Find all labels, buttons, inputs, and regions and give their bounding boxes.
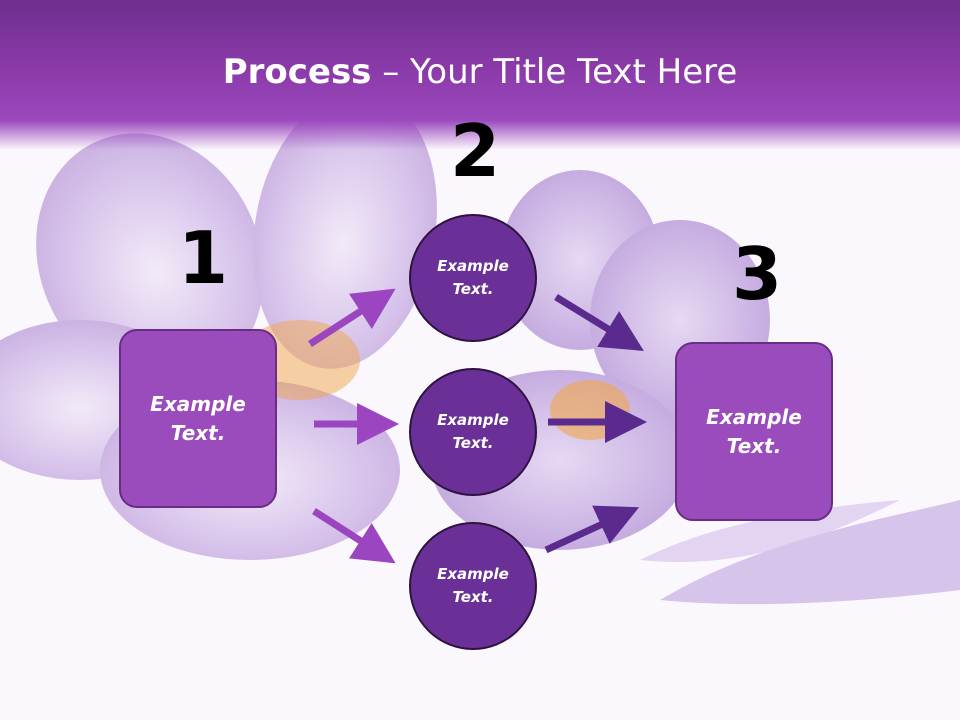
step-2-circle-bottom[interactable]: Example Text. bbox=[409, 522, 537, 650]
step-1-box[interactable]: Example Text. bbox=[119, 329, 277, 508]
arrow-down-left bbox=[312, 508, 396, 564]
step-number-3: 3 bbox=[732, 232, 783, 316]
circle-top-label: Example Text. bbox=[437, 257, 509, 298]
slide-title[interactable]: Process – Your Title Text Here bbox=[0, 52, 960, 92]
title-bold: Process bbox=[222, 52, 372, 92]
arrow-down-right bbox=[554, 294, 644, 351]
step-3-label: Example Text. bbox=[706, 404, 802, 458]
arrow-up-left bbox=[308, 288, 396, 347]
circle-bottom-label: Example Text. bbox=[437, 565, 509, 606]
circle-middle-label: Example Text. bbox=[437, 411, 509, 452]
step-3-box[interactable]: Example Text. bbox=[675, 342, 833, 521]
step-number-2: 2 bbox=[450, 109, 501, 193]
arrow-up-right bbox=[544, 505, 640, 554]
step-2-circle-top[interactable]: Example Text. bbox=[409, 214, 537, 342]
title-rest: – Your Title Text Here bbox=[371, 52, 738, 92]
step-number-1: 1 bbox=[178, 216, 229, 300]
title-bar bbox=[0, 0, 960, 150]
step-1-label: Example Text. bbox=[150, 391, 246, 445]
step-2-circle-middle[interactable]: Example Text. bbox=[409, 368, 537, 496]
